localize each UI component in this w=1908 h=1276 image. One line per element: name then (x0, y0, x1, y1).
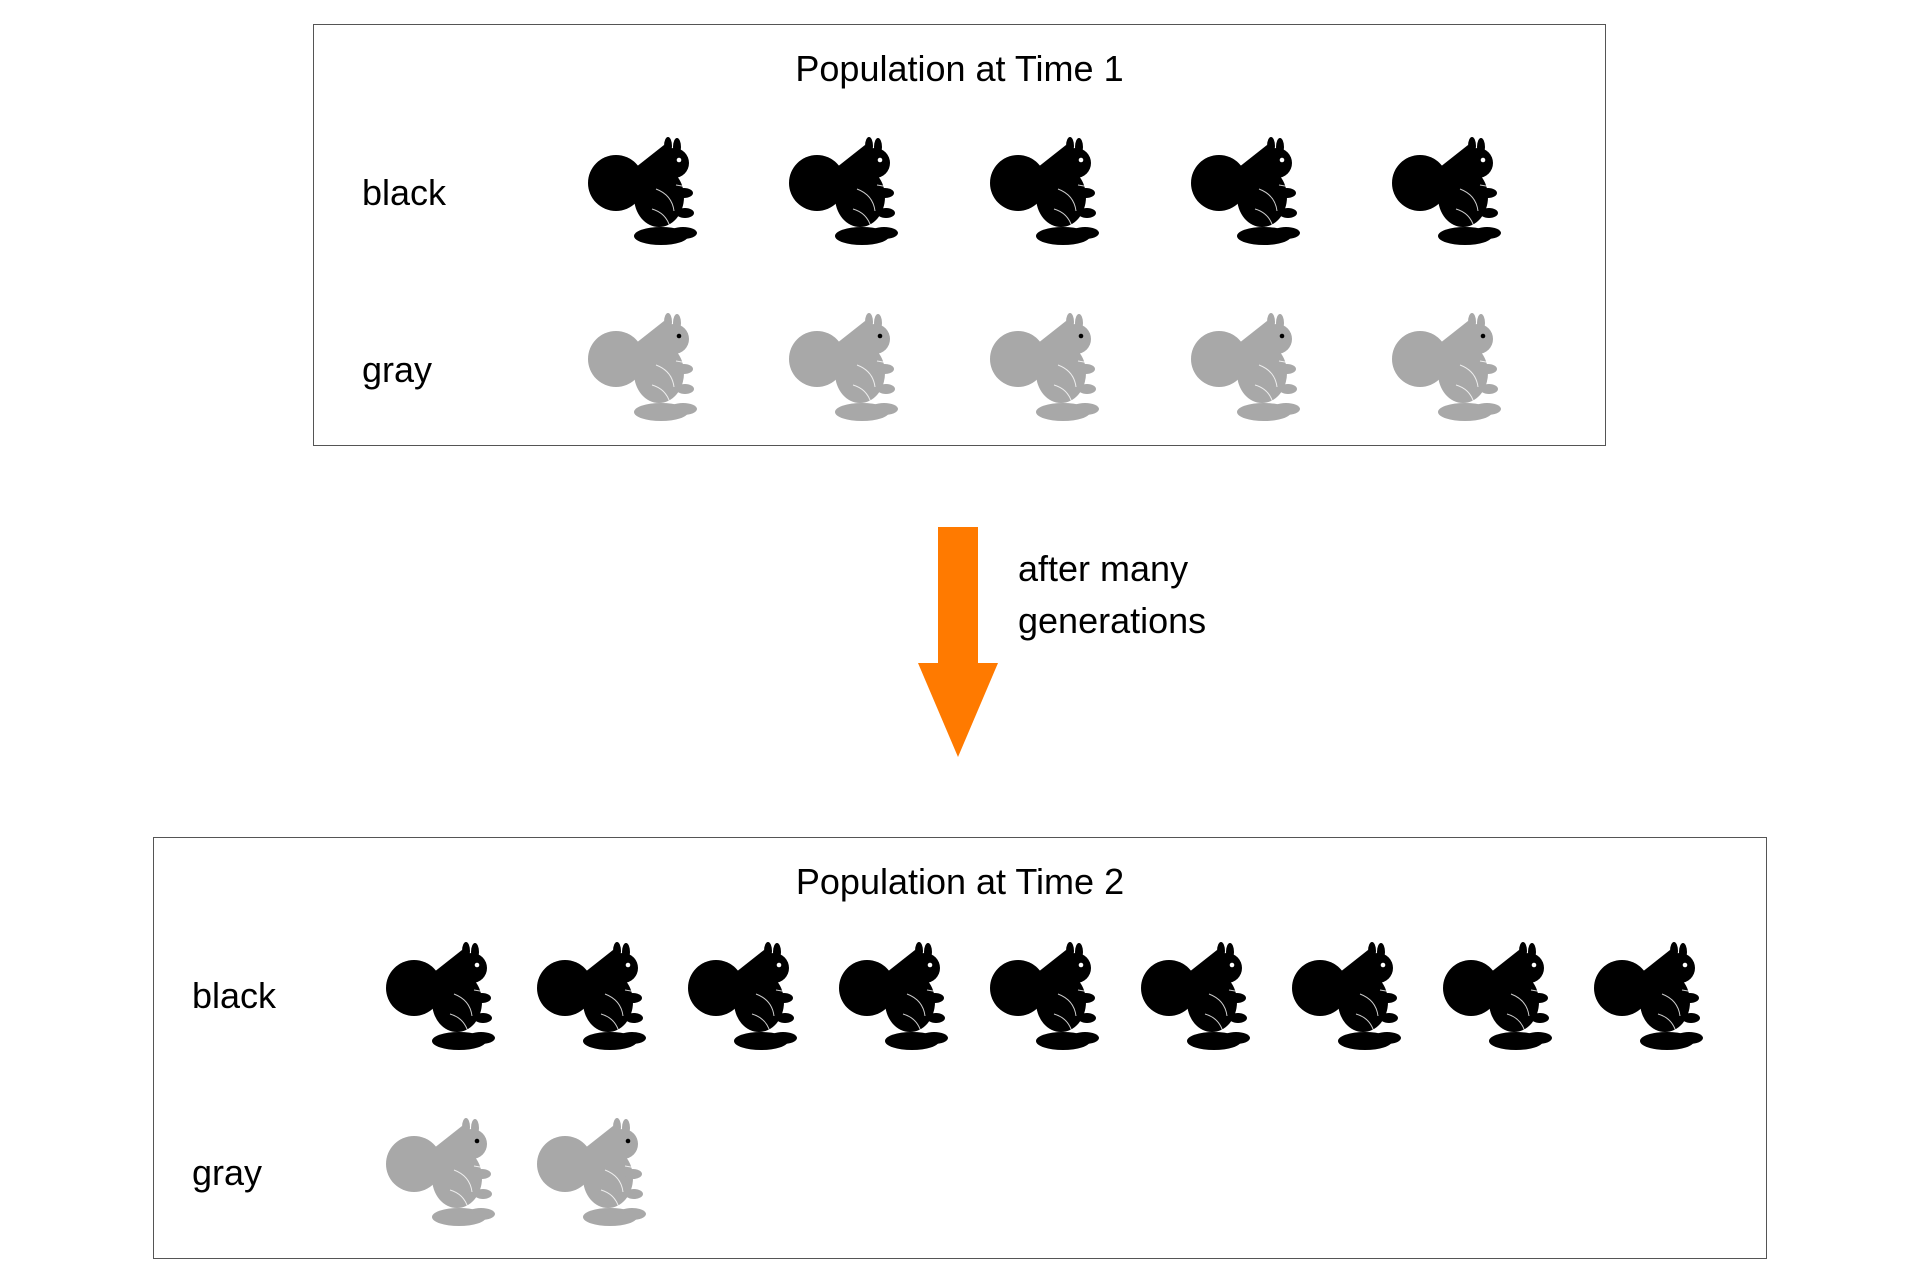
squirrel-icon (386, 1118, 495, 1226)
squirrel-icon (1392, 313, 1501, 421)
squirrel-icon (990, 313, 1099, 421)
squirrel-icon (1392, 137, 1501, 245)
squirrel-icon (990, 137, 1099, 245)
squirrel-icon (588, 137, 697, 245)
squirrel-icon (1141, 942, 1250, 1050)
squirrel-icon (537, 1118, 646, 1226)
row-label-black: black (192, 975, 277, 1016)
population-time-2-panel: Population at Time 2 black gray (153, 837, 1767, 1259)
squirrel-icon (1292, 942, 1401, 1050)
squirrel-icon (789, 313, 898, 421)
squirrel-icon (537, 942, 646, 1050)
row-label-gray: gray (362, 349, 433, 390)
row-label-black: black (362, 172, 447, 213)
population-time-1-panel: Population at Time 1 black gray (313, 24, 1606, 446)
squirrel-row-gray (586, 313, 1586, 423)
squirrel-icon (688, 942, 797, 1050)
panel-title-time-1: Population at Time 1 (795, 48, 1124, 89)
squirrel-icon (990, 942, 1099, 1050)
squirrel-icon (1594, 942, 1703, 1050)
squirrel-row-black (586, 137, 1586, 247)
row-label-gray: gray (192, 1152, 263, 1193)
squirrel-row-gray (384, 1118, 1754, 1228)
arrow-shaft (938, 527, 978, 665)
squirrel-row-black (384, 942, 1754, 1052)
transition-caption-line-2: generations (1018, 600, 1207, 641)
squirrel-icon (588, 313, 697, 421)
arrow-head (918, 663, 998, 757)
down-arrow-icon (918, 527, 998, 757)
transition-caption-line-1: after many (1018, 548, 1189, 589)
squirrel-icon (1443, 942, 1552, 1050)
squirrel-icon (386, 942, 495, 1050)
transition-caption: after many generations (1018, 543, 1206, 647)
squirrel-icon (1191, 313, 1300, 421)
squirrel-icon (789, 137, 898, 245)
squirrel-icon (839, 942, 948, 1050)
panel-title-time-2: Population at Time 2 (795, 861, 1125, 902)
squirrel-icon (1191, 137, 1300, 245)
